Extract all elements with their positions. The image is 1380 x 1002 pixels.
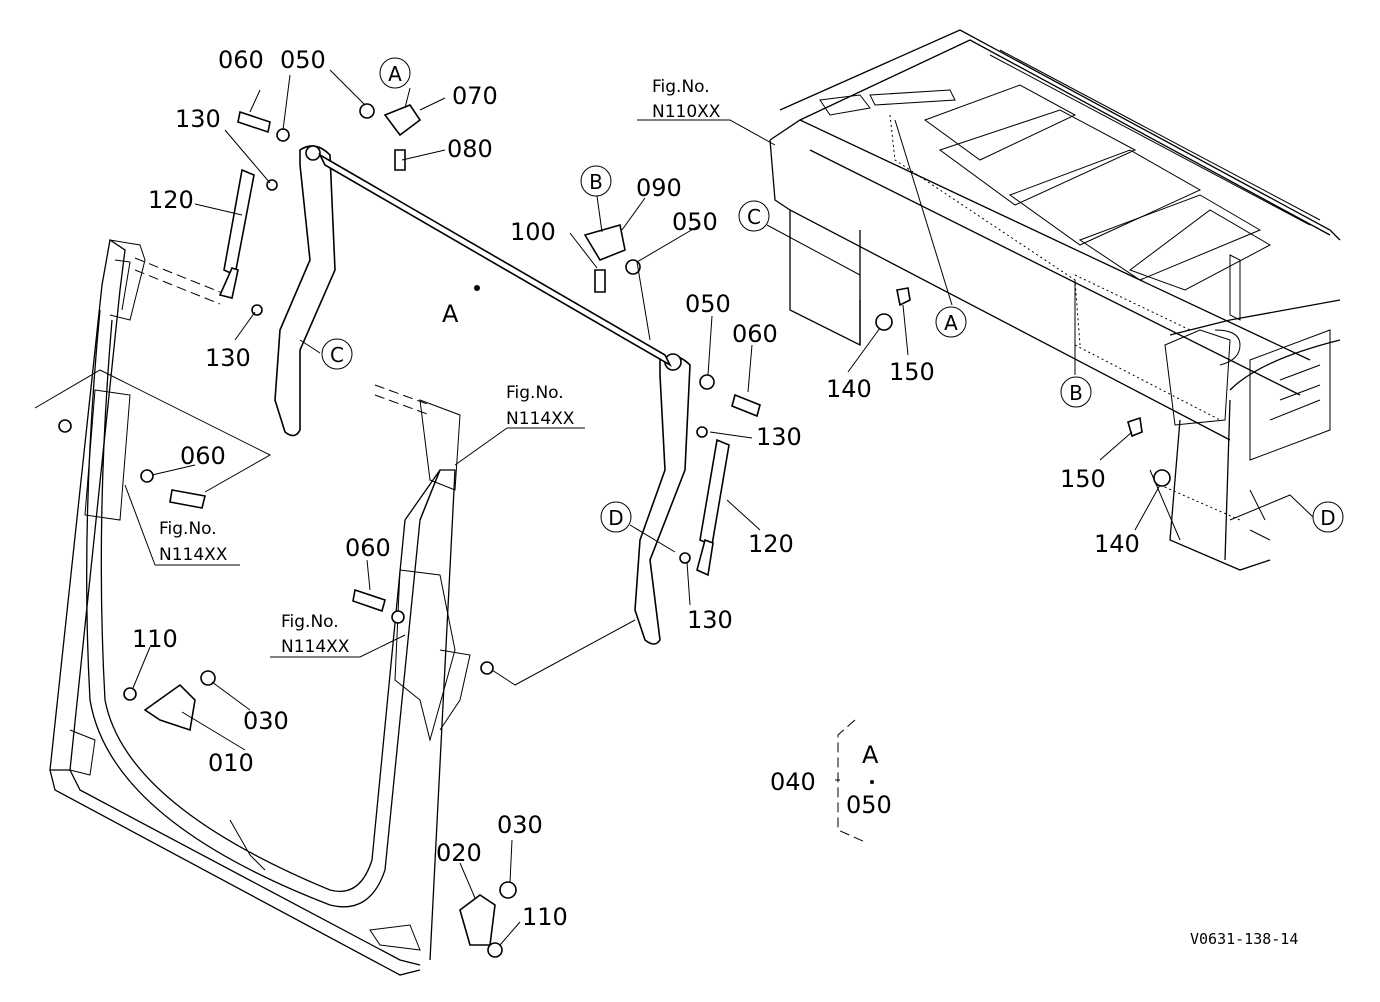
rod-label-a: A xyxy=(442,300,459,328)
callout-140: 140 xyxy=(1094,530,1140,558)
callout-030: 030 xyxy=(243,707,289,735)
legend-assembly-code: 040 xyxy=(770,768,816,796)
callout-050: 050 xyxy=(672,208,718,236)
callout-050: 050 xyxy=(685,290,731,318)
callout-130: 130 xyxy=(175,105,221,133)
svg-text:D: D xyxy=(1320,506,1335,530)
svg-text:A: A xyxy=(944,311,958,335)
legend-part: 050 xyxy=(846,791,892,819)
callout-060: 060 xyxy=(180,442,226,470)
marker-d-right: D xyxy=(1312,501,1344,533)
callout-080: 080 xyxy=(447,135,493,163)
callout-010: 010 xyxy=(208,749,254,777)
drawing-id: V0631-138-14 xyxy=(1190,930,1298,948)
svg-text:D: D xyxy=(608,506,623,530)
marker-a-right: A xyxy=(935,306,967,338)
marker-d-mid: D xyxy=(600,501,632,533)
figure-references: Fig.No. N110XX Fig.No. N114XX Fig.No. N1… xyxy=(159,77,721,657)
fig-ref-number: N114XX xyxy=(159,545,228,565)
callout-050: 050 xyxy=(280,46,326,74)
callout-110: 110 xyxy=(132,625,178,653)
callout-150: 150 xyxy=(1060,465,1106,493)
svg-text:B: B xyxy=(1069,381,1083,405)
lift-arms xyxy=(274,145,691,645)
fig-ref-label: Fig.No. xyxy=(159,519,217,539)
svg-text:C: C xyxy=(330,343,344,367)
callout-130: 130 xyxy=(756,423,802,451)
callout-070: 070 xyxy=(452,82,498,110)
callout-060: 060 xyxy=(732,320,778,348)
fig-ref-label: Fig.No. xyxy=(281,612,339,632)
marker-c-right: C xyxy=(738,200,770,232)
marker-a-top: A xyxy=(379,57,411,89)
fig-ref-label: Fig.No. xyxy=(652,77,710,97)
callout-100: 100 xyxy=(510,218,556,246)
callout-110: 110 xyxy=(522,903,568,931)
svg-text:C: C xyxy=(747,205,761,229)
callout-090: 090 xyxy=(636,174,682,202)
callout-140: 140 xyxy=(826,375,872,403)
fasteners xyxy=(58,103,761,958)
assembly-legend: 040 A 050 xyxy=(770,741,892,819)
gas-struts xyxy=(218,168,730,577)
callout-130: 130 xyxy=(205,344,251,372)
marker-b-right: B xyxy=(1060,376,1092,408)
legend-letter: A xyxy=(862,741,879,769)
marker-c-left: C xyxy=(321,338,353,370)
reference-markers: A B C D C A B D A xyxy=(321,57,1344,533)
leader-lines xyxy=(124,69,1314,946)
callout-130: 130 xyxy=(687,606,733,634)
door-frame xyxy=(34,238,471,976)
fig-ref-label: Fig.No. xyxy=(506,383,564,403)
callout-120: 120 xyxy=(748,530,794,558)
part-callouts: 060 050 070 080 130 120 130 090 100 050 … xyxy=(132,46,1140,931)
cab-body xyxy=(769,29,1341,571)
fig-ref-number: N110XX xyxy=(652,102,721,122)
callout-020: 020 xyxy=(436,839,482,867)
fig-ref-number: N114XX xyxy=(506,409,575,429)
svg-text:A: A xyxy=(388,62,402,86)
callout-060: 060 xyxy=(218,46,264,74)
svg-text:B: B xyxy=(589,170,603,194)
callout-060: 060 xyxy=(345,534,391,562)
callout-030: 030 xyxy=(497,811,543,839)
callout-120: 120 xyxy=(148,186,194,214)
marker-b-mid: B xyxy=(580,165,612,197)
fig-ref-number: N114XX xyxy=(281,637,350,657)
callout-150: 150 xyxy=(889,358,935,386)
